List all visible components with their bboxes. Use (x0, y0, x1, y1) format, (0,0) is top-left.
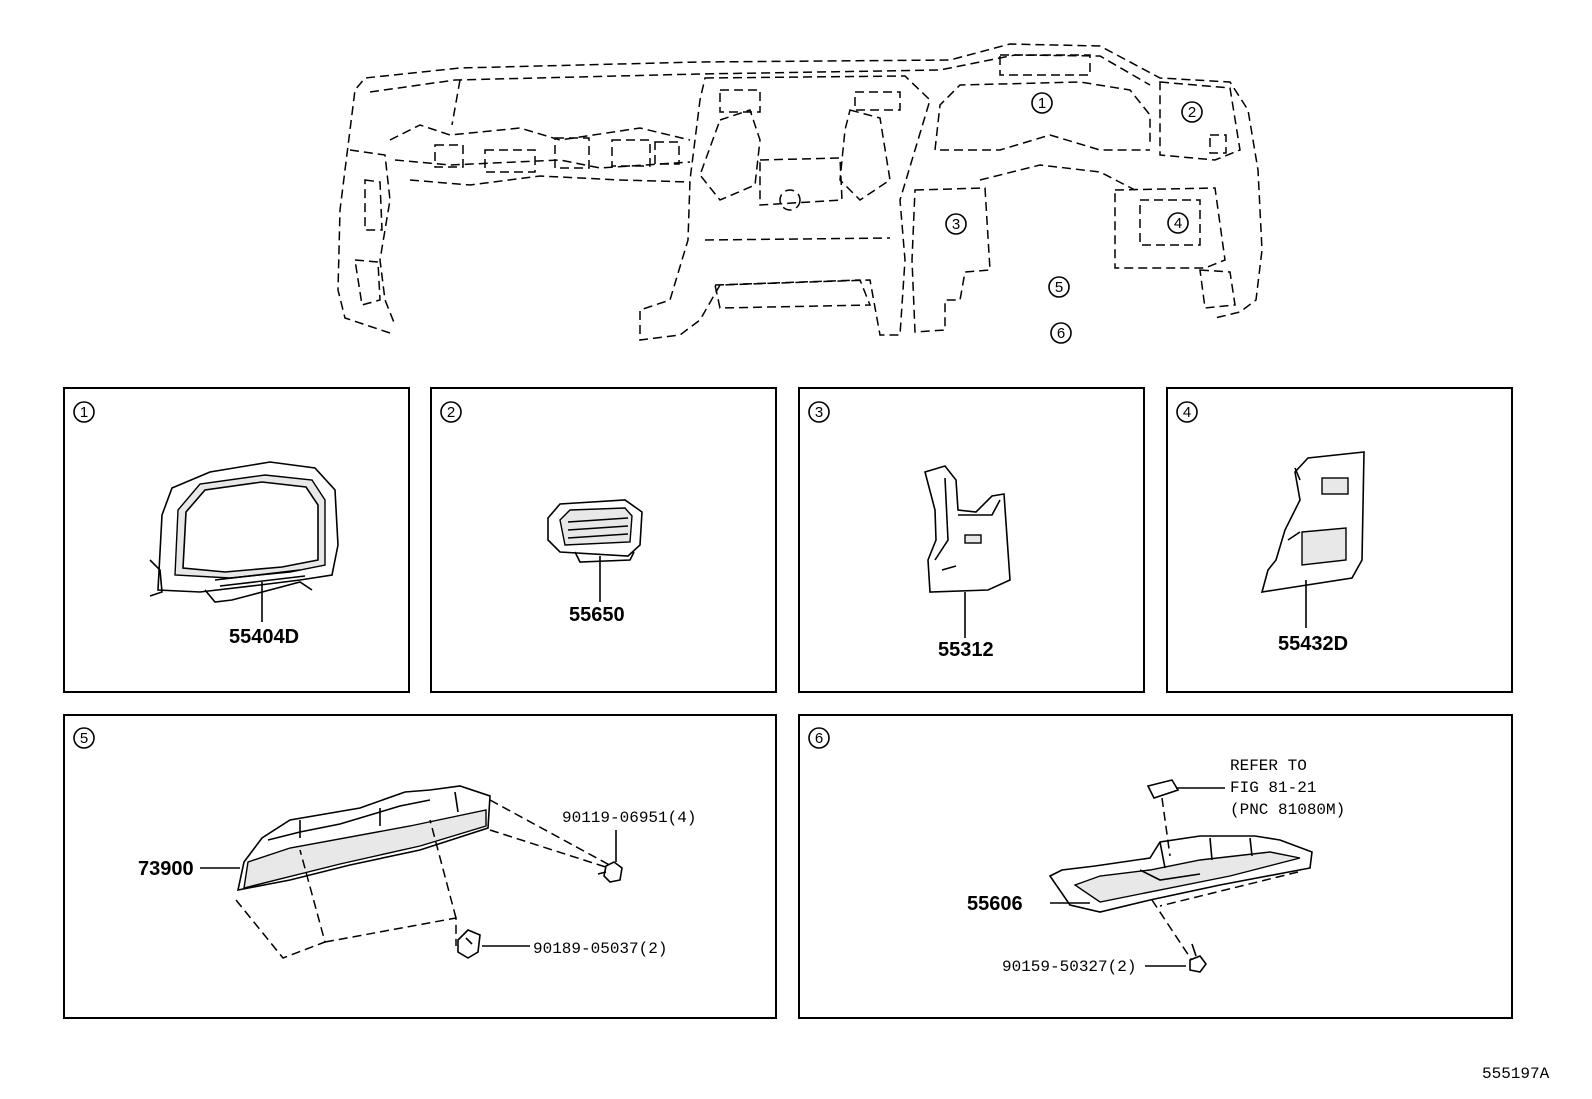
panel-5-number: 5 (73, 727, 95, 749)
overview-callout-2: 2 (1181, 101, 1203, 123)
part-number-73900: 73900 (138, 858, 194, 880)
clip-illustration (457, 929, 481, 959)
svg-text:5: 5 (1055, 279, 1063, 296)
panel-2-number: 2 (440, 401, 462, 423)
part-number-55312: 55312 (938, 639, 994, 661)
svg-text:4: 4 (1183, 404, 1191, 421)
under-cover-illustration (1048, 835, 1313, 913)
part-number-55606: 55606 (967, 893, 1023, 915)
clip-top-illustration (1146, 779, 1180, 799)
refer-line-3: (PNC 81080M) (1230, 801, 1345, 819)
refer-line-2: FIG 81-21 (1230, 779, 1316, 797)
svg-text:6: 6 (1057, 325, 1065, 342)
bolt-illustration (597, 861, 623, 883)
part-number-90159-50327: 90159-50327(2) (1002, 958, 1136, 976)
panel-5: 5 73900 90119-06951(4) 90189-0503 (63, 714, 777, 1019)
side-vent-illustration (547, 499, 643, 563)
overview-callout-4: 4 (1167, 212, 1189, 234)
svg-text:4: 4 (1174, 215, 1182, 232)
svg-text:5: 5 (80, 730, 88, 747)
part-number-90189-05037: 90189-05037(2) (533, 940, 667, 958)
overview-callout-3: 3 (945, 213, 967, 235)
panel-2: 2 55650 (430, 387, 777, 693)
dashboard-overview: 1 2 3 4 5 6 (337, 43, 1263, 344)
overview-callout-5: 5 (1048, 276, 1070, 298)
panel-4: 4 55432D (1166, 387, 1513, 693)
svg-text:3: 3 (815, 404, 823, 421)
panel-6: 6 55606 90159-50327(2) REFER TO FIG 81-2… (798, 714, 1513, 1019)
refer-line-1: REFER TO (1230, 757, 1307, 775)
glove-box-illustration (236, 785, 491, 892)
panel-4-number: 4 (1176, 401, 1198, 423)
screw-illustration (1189, 943, 1207, 973)
svg-text:3: 3 (952, 216, 960, 233)
svg-text:1: 1 (1038, 95, 1046, 112)
svg-text:2: 2 (1188, 104, 1196, 121)
svg-text:6: 6 (815, 730, 823, 747)
panel-1: 1 55404D (63, 387, 410, 693)
part-number-55404D: 55404D (229, 626, 299, 648)
svg-text:2: 2 (447, 404, 455, 421)
diagram-id: 555197A (1482, 1065, 1550, 1083)
svg-text:1: 1 (80, 404, 88, 421)
part-number-90119-06951: 90119-06951(4) (562, 809, 696, 827)
cluster-hood-illustration (149, 461, 339, 603)
part-number-55650: 55650 (569, 604, 625, 626)
knee-panel-illustration (1260, 451, 1365, 593)
overview-callout-6: 6 (1050, 322, 1072, 344)
overview-callout-1: 1 (1031, 92, 1053, 114)
panel-1-number: 1 (73, 401, 95, 423)
part-number-55432D: 55432D (1278, 633, 1348, 655)
panel-6-number: 6 (808, 727, 830, 749)
panel-3: 3 55312 (798, 387, 1145, 693)
lower-panel-illustration (924, 465, 1011, 593)
panel-3-number: 3 (808, 401, 830, 423)
